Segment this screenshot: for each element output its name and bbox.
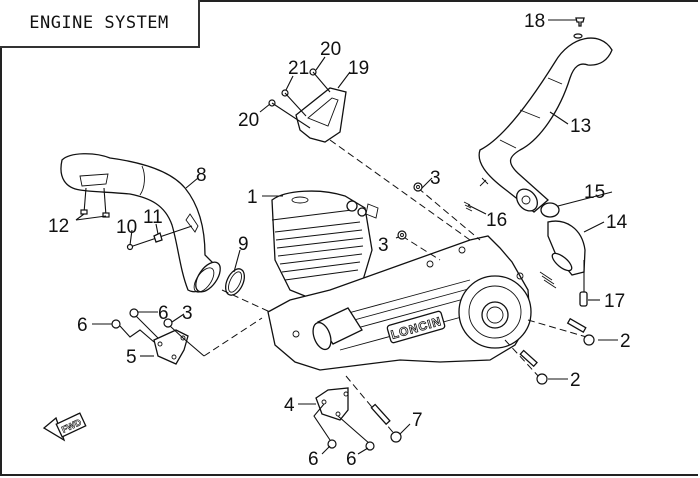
callout-8: 8 <box>196 165 207 186</box>
screw-18 <box>575 17 585 27</box>
engine-assembly: LONCIN <box>267 190 532 371</box>
mounting-bracket-5 <box>111 308 263 365</box>
drain-plug-17 <box>579 291 588 307</box>
nut-3 <box>413 182 423 192</box>
hose-clamp-9 <box>221 268 271 313</box>
callout-2: 2 <box>570 370 581 391</box>
diagram-title: ENGINE SYSTEM <box>29 13 169 33</box>
callout-3: 3 <box>182 303 193 324</box>
callout-18: 18 <box>524 11 545 32</box>
callout-15: 15 <box>584 182 605 203</box>
callout-14: 14 <box>606 212 628 233</box>
bolts-2 <box>504 317 595 385</box>
callout-3: 3 <box>430 168 441 189</box>
callout-labels: 1 2 2 3 3 3 4 5 6 6 6 6 7 8 9 10 11 12 1… <box>48 11 631 470</box>
title-box: ENGINE SYSTEM <box>0 0 200 48</box>
callout-12: 12 <box>48 216 69 237</box>
air-intake-duct <box>60 153 221 293</box>
callout-4: 4 <box>284 395 295 416</box>
callout-2: 2 <box>620 331 631 352</box>
bracket-19-assembly <box>268 68 471 241</box>
callout-13: 13 <box>570 116 591 137</box>
mounting-bracket-4 <box>313 375 402 451</box>
callout-20: 20 <box>238 110 259 131</box>
spring-16 <box>463 201 557 289</box>
callout-16: 16 <box>486 210 507 231</box>
screws-12 <box>80 187 110 218</box>
callout-20: 20 <box>320 39 341 60</box>
callout-6: 6 <box>346 449 357 470</box>
callout-6: 6 <box>308 449 319 470</box>
callout-19: 19 <box>348 58 369 79</box>
callout-6: 6 <box>158 303 169 324</box>
callout-3: 3 <box>378 235 389 256</box>
callout-17: 17 <box>604 291 625 312</box>
callout-7: 7 <box>412 410 423 431</box>
callout-1: 1 <box>247 187 258 208</box>
callout-leaders <box>75 19 618 455</box>
forward-direction-arrow-icon: FWD <box>42 412 87 442</box>
callout-9: 9 <box>238 234 249 255</box>
cooling-duct-13 <box>478 33 613 213</box>
cylinder-fins <box>274 221 364 281</box>
callout-11: 11 <box>143 207 163 228</box>
callout-6: 6 <box>77 315 88 336</box>
callout-10: 10 <box>116 217 137 238</box>
nut-3 <box>397 230 407 240</box>
callout-5: 5 <box>126 347 137 368</box>
brand-plate <box>386 310 446 344</box>
callout-21: 21 <box>288 58 309 79</box>
duct-elbow-14 <box>540 202 586 292</box>
